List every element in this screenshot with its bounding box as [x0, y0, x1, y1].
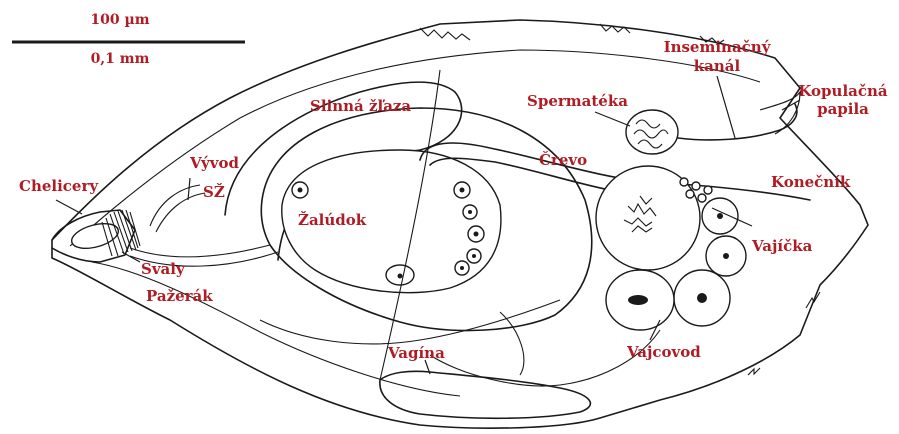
lower-gut: [260, 300, 660, 386]
scale-bar-bottom-label: 0,1 mm: [91, 51, 150, 67]
label-vyvod: Vývod: [189, 154, 239, 172]
label-crevo: Črevo: [539, 151, 587, 169]
label-svaly: Svaly: [141, 260, 186, 278]
label-inseminacny-kanal: kanál: [694, 57, 741, 75]
vagina: [380, 371, 591, 418]
label-kopulacna: Kopulačná: [798, 82, 888, 100]
salivary-duct: [150, 185, 205, 232]
label-kopulacna-papila: papila: [817, 100, 869, 118]
scale-bar-top-label: 100 µm: [90, 12, 149, 28]
label-konecnik: Konečník: [771, 173, 851, 191]
label-slinna-zlaza: Slinná žľaza: [310, 97, 411, 115]
label-spermateka: Spermatéka: [527, 92, 628, 110]
label-chelicery: Chelicery: [19, 177, 99, 195]
label-vajcovod: Vajcovod: [626, 343, 701, 361]
label-pazerak: Pažerák: [146, 287, 213, 305]
scale-bar: 100 µm 0,1 mm: [12, 12, 245, 67]
label-vajicka: Vajíčka: [751, 237, 813, 255]
label-vyvod-sz: SŽ: [203, 183, 225, 201]
label-zaludok: Žalúdok: [298, 211, 367, 229]
egg-mass: [596, 166, 746, 330]
label-vagina: Vagína: [387, 344, 445, 362]
label-inseminacny: Inseminačný: [664, 38, 772, 56]
insemination-canal: [678, 104, 797, 140]
spermatheca: [626, 110, 678, 154]
